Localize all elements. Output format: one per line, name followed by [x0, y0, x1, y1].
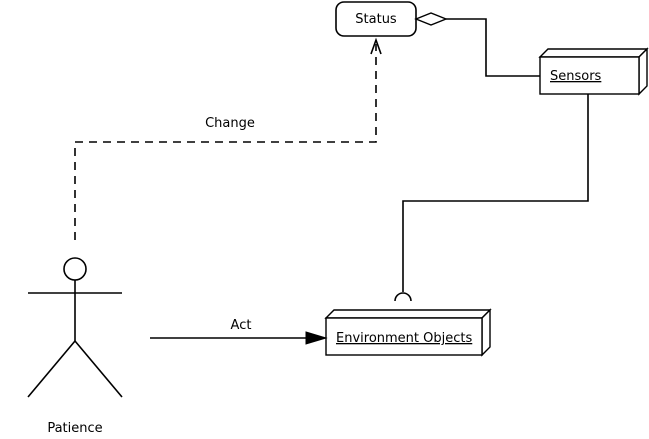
stick-figure-icon — [27, 257, 123, 398]
aggregation-diamond-icon — [414, 12, 448, 26]
status-sensors-aggregation[interactable] — [414, 12, 540, 77]
status-label: Status — [355, 12, 397, 27]
act-label: Act — [231, 318, 252, 333]
filled-arrowhead-icon — [305, 331, 328, 345]
act-association[interactable]: Act — [150, 318, 328, 345]
change-label: Change — [205, 116, 255, 131]
change-dependency[interactable]: Change — [74, 37, 382, 240]
open-arrowhead-icon — [370, 37, 382, 55]
status-node[interactable]: Status — [335, 1, 417, 37]
sensors-node[interactable]: Sensors — [538, 47, 649, 96]
socket-icon — [394, 292, 412, 302]
sensors-environment-connector[interactable] — [394, 94, 589, 302]
actor-patience[interactable]: Patience — [27, 257, 123, 436]
actor-label: Patience — [47, 421, 102, 436]
sensors-label: Sensors — [550, 69, 602, 84]
environment-objects-label: Environment Objects — [336, 331, 472, 346]
environment-objects-node[interactable]: Environment Objects — [324, 308, 492, 357]
